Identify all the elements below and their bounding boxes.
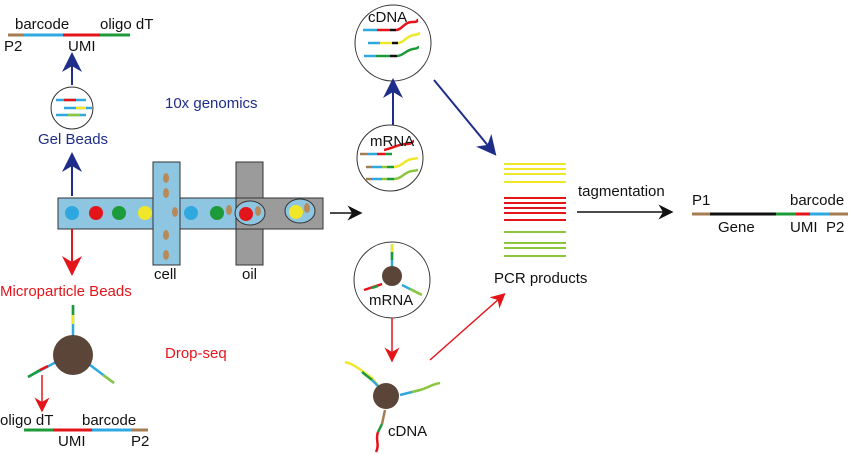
- dropseq-label: Drop-seq: [165, 345, 227, 362]
- umi-label: UMI: [790, 219, 818, 236]
- gel-bead-circle: [50, 86, 94, 130]
- oligo-dt-label: oligo dT: [100, 16, 153, 33]
- mrna-circle-top: [356, 124, 424, 192]
- final-construct: P1 barcode Gene UMI P2: [692, 192, 848, 236]
- tagmentation-label: tagmentation: [578, 183, 665, 200]
- gel-beads-label: Gel Beads: [38, 131, 108, 148]
- cdna-bead-bottom: [344, 360, 441, 453]
- pcr-products: [504, 163, 566, 257]
- p1-label: P1: [692, 192, 710, 209]
- umi-label: UMI: [68, 38, 96, 55]
- microparticle-bead: [27, 305, 115, 385]
- oil-label: oil: [242, 266, 257, 283]
- oligo-top: barcode oligo dT P2 UMI: [4, 16, 153, 55]
- mrna-bottom-label: mRNA: [369, 292, 413, 309]
- arrow-to-pcr-blue: [433, 79, 497, 156]
- pcr-label: PCR products: [494, 270, 587, 287]
- p2-label: P2: [826, 219, 844, 236]
- mrna-circle-bottom: [353, 241, 431, 319]
- p2-label: P2: [131, 433, 149, 450]
- p2-label: P2: [4, 38, 22, 55]
- arrow-to-pcr-red: [429, 293, 506, 361]
- microfluidic-chip: [57, 161, 324, 266]
- barcode-label: barcode: [790, 192, 844, 209]
- oligo-bottom: oligo dT barcode UMI P2: [0, 412, 149, 450]
- gene-label: Gene: [718, 219, 755, 236]
- micro-beads-label: Microparticle Beads: [0, 283, 132, 300]
- cdna-top-label: cDNA: [368, 9, 407, 26]
- barcode-label: barcode: [15, 16, 69, 33]
- cdna-bottom-label: cDNA: [388, 423, 427, 440]
- cell-label: cell: [154, 266, 177, 283]
- cdna-circle-top: [354, 4, 432, 82]
- umi-label: UMI: [58, 433, 86, 450]
- barcode-label: barcode: [82, 412, 136, 429]
- tenx-label: 10x genomics: [165, 95, 258, 112]
- mrna-top-label: mRNA: [370, 133, 414, 150]
- oligo-dt-label: oligo dT: [0, 412, 53, 429]
